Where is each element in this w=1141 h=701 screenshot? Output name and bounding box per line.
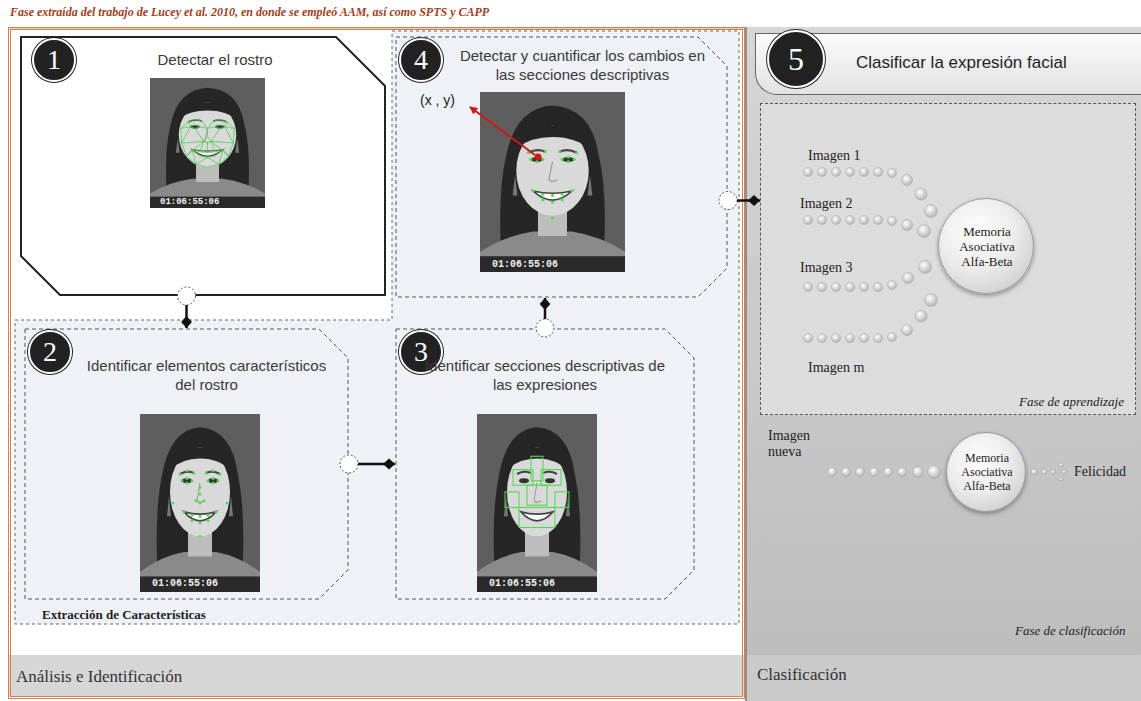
node-outline — [14, 30, 740, 625]
process-box: 1 Detectar el rostro — [20, 36, 386, 296]
connector-port — [536, 319, 554, 337]
connector-port — [178, 287, 196, 305]
phase-title: Fase de clasificación — [1015, 623, 1125, 639]
phase-title: Fase de aprendizaje — [1019, 394, 1124, 410]
region-title: Extracción de Características — [42, 607, 206, 623]
process-box: 3Identificar secciones descriptivas de l… — [395, 328, 695, 600]
step-number: 4 — [399, 38, 443, 82]
image-chain — [828, 466, 941, 479]
memory-label: Memoria Asociativa Alfa-Beta — [951, 451, 1023, 493]
image-label: Imagen 2 — [800, 196, 852, 212]
panel-title: Clasificación — [757, 665, 847, 685]
step-title: Clasificar la expresión facial — [856, 53, 1067, 73]
connector — [544, 298, 547, 319]
outline — [396, 329, 694, 599]
connector-port — [719, 192, 737, 210]
image-label: Imagen m — [808, 360, 864, 376]
face-photo — [480, 92, 625, 272]
image-label: Imagen 1 — [808, 148, 860, 164]
panel: Análisis e Identificación 1 Detectar el ro… — [8, 27, 745, 699]
image-chain — [804, 168, 938, 343]
coordinate-label: (x , y) — [420, 92, 455, 108]
memory-circle: Memoria Asociativa Alfa-Beta — [938, 198, 1034, 294]
face-photo — [150, 78, 265, 208]
timestamp: 01:06:55:06 — [489, 577, 555, 591]
timestamp: 01:06:55:06 — [160, 197, 219, 208]
outline — [25, 329, 348, 599]
step-title: Identificar elementos característicos de… — [79, 356, 334, 394]
memory-circle: Memoria Asociativa Alfa-Beta — [946, 432, 1026, 512]
step-title: Detectar y cuantificar los cambios en la… — [450, 46, 715, 84]
step-title: Detectar el rostro — [90, 50, 340, 69]
step-number: 1 — [32, 38, 76, 82]
timestamp: 01:06:55:06 — [492, 257, 558, 272]
face-photo — [477, 414, 597, 592]
panel-title: Análisis e Identificación — [16, 667, 182, 687]
output-dots — [1031, 463, 1066, 481]
panel: Clasificación 5 Clasificar la expresión fa… — [745, 27, 1141, 701]
tracked-point — [535, 154, 542, 161]
connector — [358, 463, 395, 466]
memory-label: Memoria Asociativa Alfa-Beta — [945, 224, 1029, 269]
connector-port — [340, 455, 358, 473]
process-box: 4Detectar y cuantificar los cambios en l… — [395, 36, 728, 298]
step-title: Identificar secciones descriptivas de la… — [420, 356, 670, 394]
result-label: Felicidad — [1074, 464, 1126, 480]
connector — [737, 199, 760, 202]
phase-region: Fase de clasificación Memoria Asociativa … — [750, 425, 1141, 650]
header-tab: 5 Clasificar la expresión facial — [755, 33, 1141, 95]
connector — [185, 305, 188, 328]
outline — [21, 37, 385, 295]
step-number: 2 — [28, 330, 72, 374]
timestamp: 01:06:55:06 — [152, 577, 218, 591]
face-photo — [140, 414, 260, 592]
node-outline — [20, 36, 386, 296]
outline — [15, 31, 739, 624]
image-label: Imagen 3 — [800, 260, 852, 276]
step-number: 5 — [767, 30, 825, 88]
process-box: 2Identificar elementos característicos d… — [24, 328, 349, 600]
outline — [396, 37, 727, 297]
image-label: Imagen nueva — [768, 428, 826, 460]
leader-arrow — [470, 107, 535, 155]
region: Extracción de Características2Identifica… — [14, 30, 740, 625]
figure-title: Fase extraída del trabajo de Lucey et al… — [10, 5, 489, 20]
